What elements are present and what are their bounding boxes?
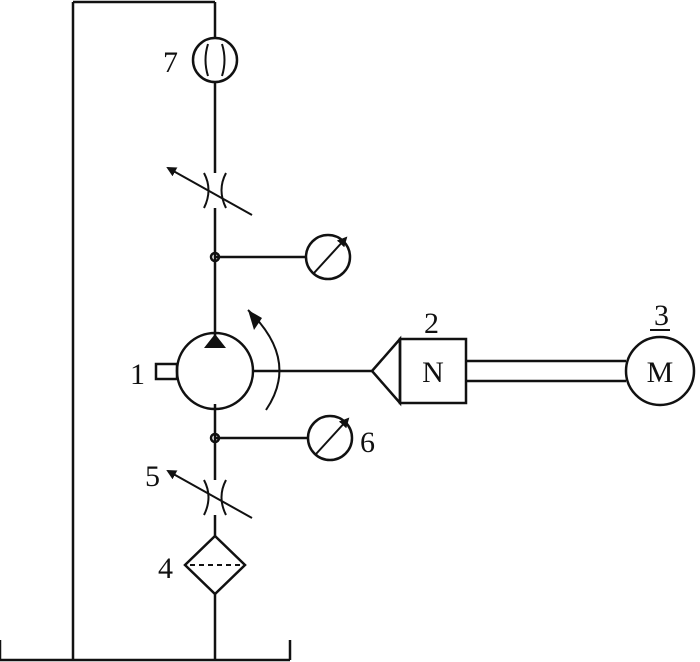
- filter: [183, 534, 247, 596]
- throttle-valve-inlet: [166, 470, 253, 519]
- label-throttle-inlet: 5: [145, 460, 160, 493]
- label-gauge-inlet: 6: [360, 426, 375, 459]
- reservoir-tank: [0, 0, 292, 662]
- torque-meter-symbol: N: [422, 356, 444, 389]
- electric-motor: [624, 335, 696, 407]
- torque-meter: [370, 335, 468, 407]
- label-filter: 4: [158, 552, 173, 585]
- hydraulic-pump: [154, 309, 281, 411]
- pressure-gauge-inlet: [209, 414, 354, 462]
- label-torque-meter: 2: [424, 307, 439, 340]
- motor-symbol: M: [647, 356, 674, 389]
- label-pump: 1: [130, 358, 145, 391]
- throttle-valve-outlet: [166, 167, 253, 216]
- label-motor: 3: [654, 299, 669, 332]
- pressure-gauge-outlet: [209, 233, 352, 281]
- flow-meter: [191, 36, 239, 84]
- label-flow-meter: 7: [163, 46, 178, 79]
- motor-coupling-shaft: [466, 359, 626, 383]
